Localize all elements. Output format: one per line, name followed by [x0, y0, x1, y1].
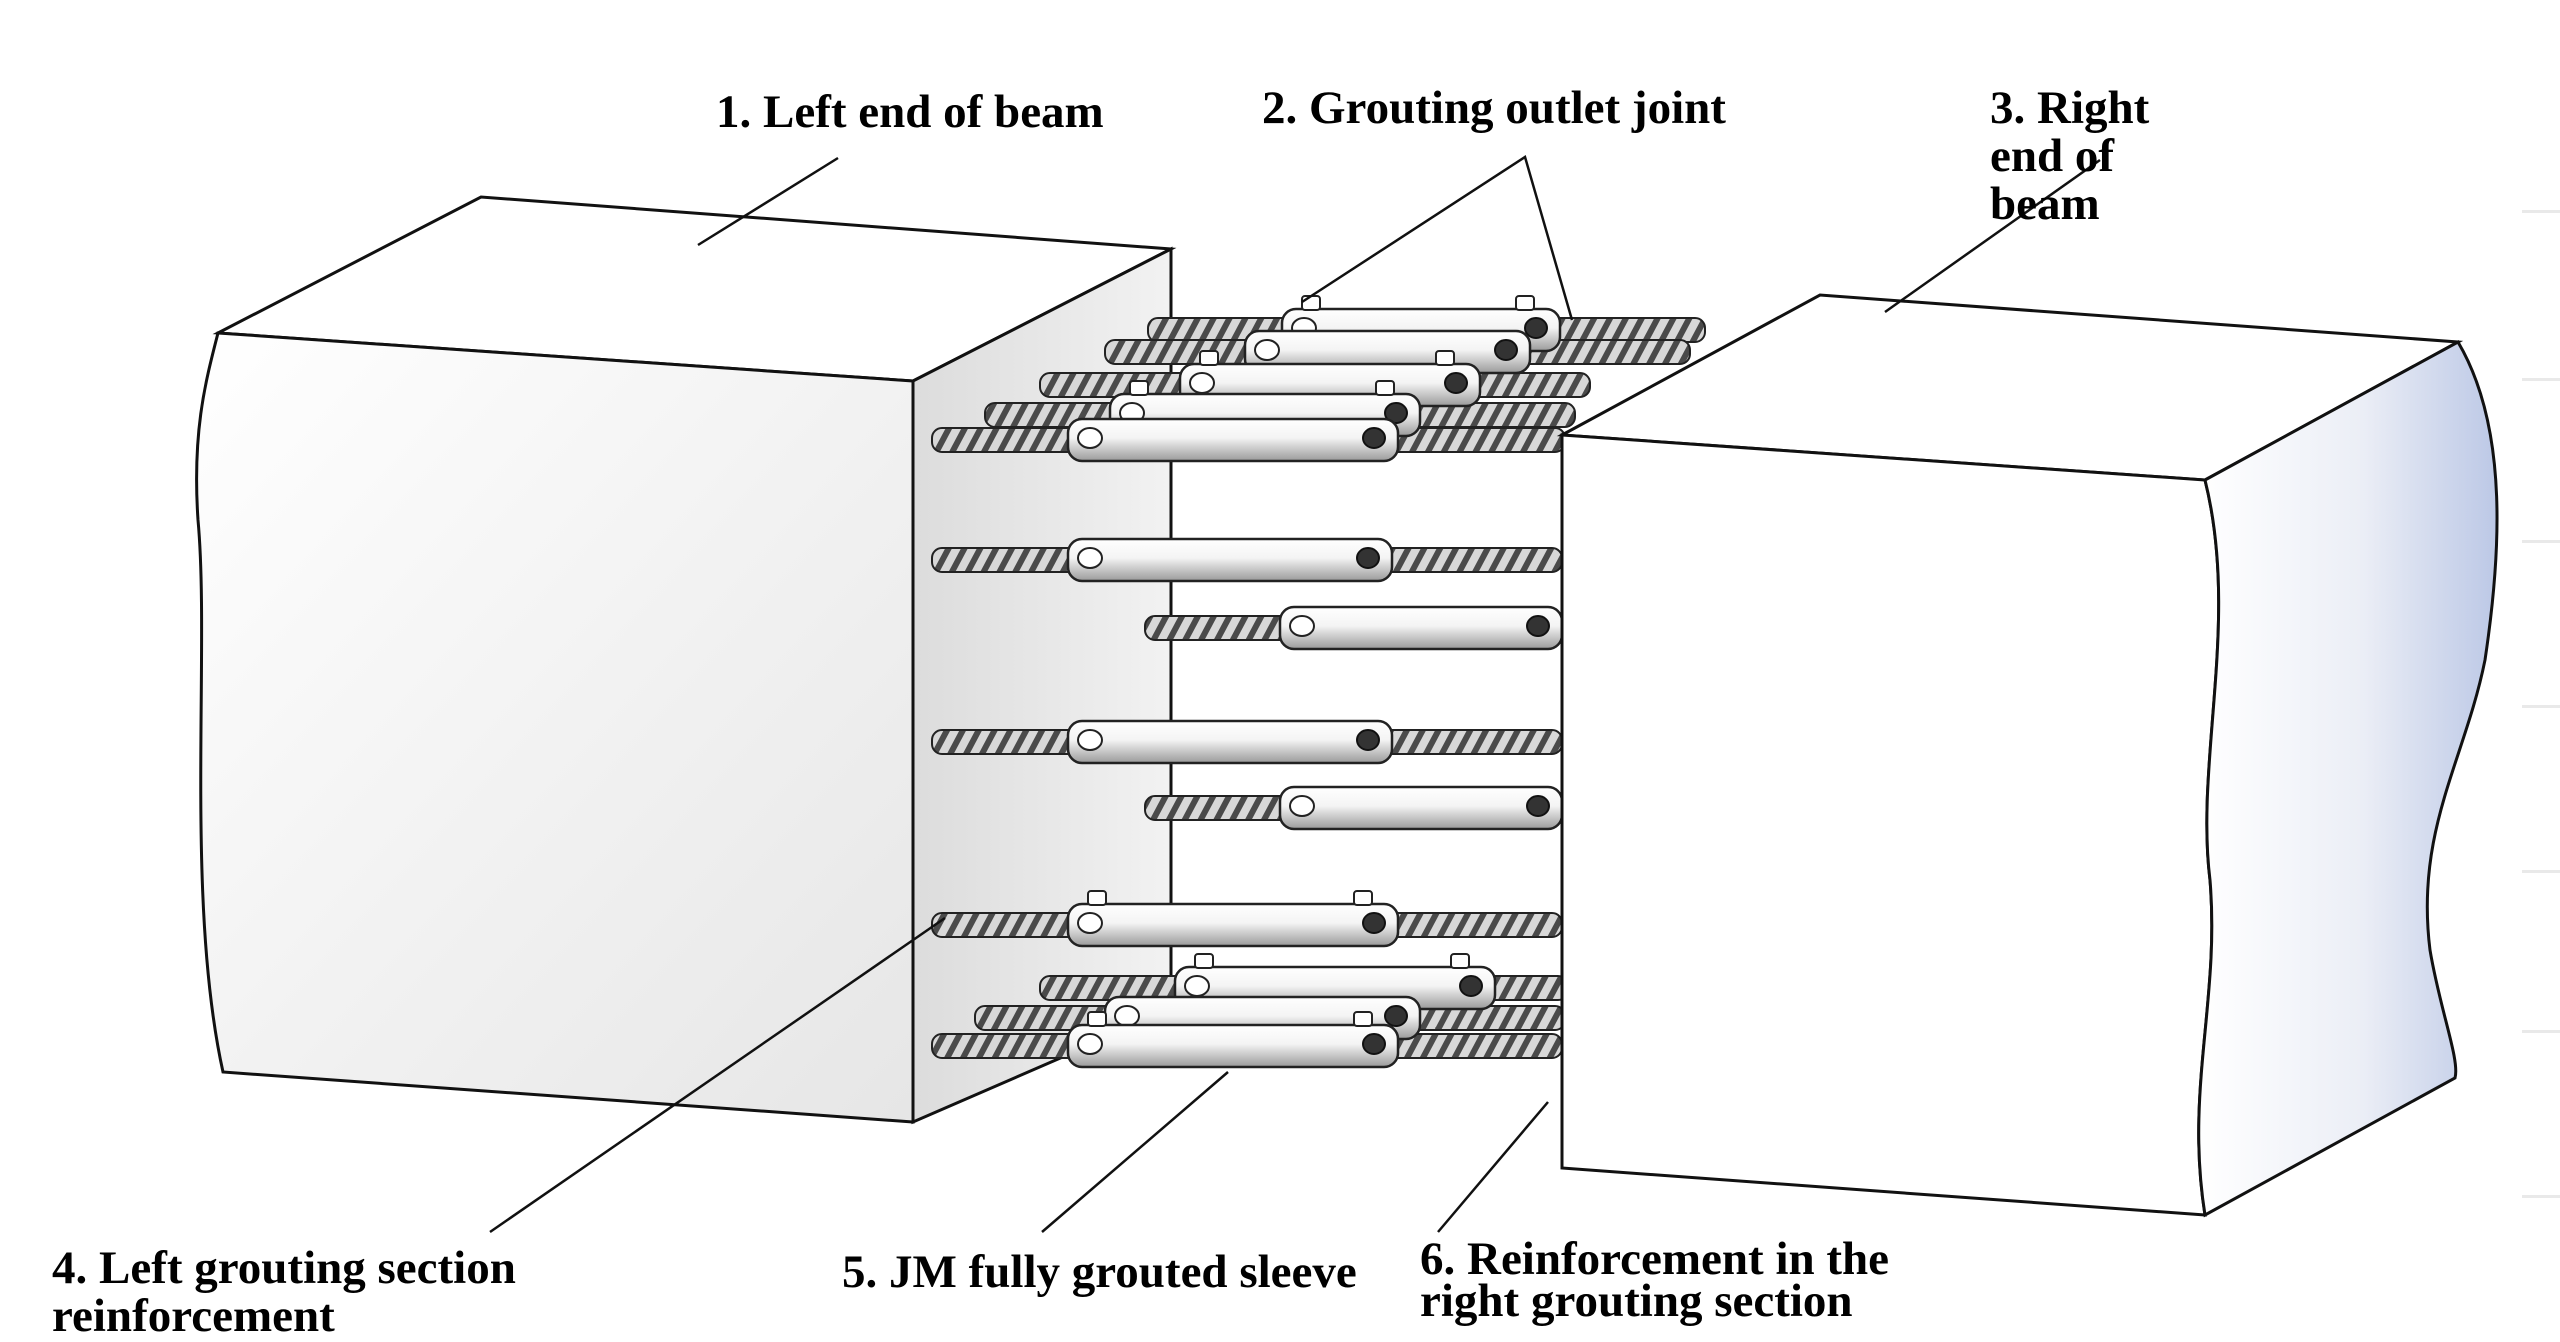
leader-line-2 [1301, 155, 1574, 321]
edge-mark [2522, 378, 2560, 381]
grouted-sleeve [1066, 890, 1400, 948]
grouted-sleeve [1278, 605, 1564, 651]
grouted-sleeve [1066, 537, 1394, 583]
leader-line-3 [1884, 158, 2101, 314]
leader-line-4 [489, 916, 946, 1234]
grouted-sleeve [1066, 1011, 1400, 1069]
leader-line-6 [1437, 1101, 1549, 1233]
grouted-sleeve [1278, 785, 1564, 831]
edge-mark [2522, 870, 2560, 873]
edge-mark [2522, 540, 2560, 543]
label-grouting-outlet-joint: 2. Grouting outlet joint [1262, 82, 1726, 134]
right-beam-front-face [1560, 433, 2221, 1217]
leader-line-5 [1041, 1071, 1229, 1233]
leader-lines [489, 155, 2101, 1234]
label-reinforcement-right-grouting-section: 6. Reinforcement in the right grouting s… [1420, 1233, 1890, 1327]
left-beam [195, 195, 1177, 1125]
leader-line-1 [697, 156, 839, 247]
edge-mark [2522, 705, 2560, 708]
label-jm-fully-grouted-sleeve: 5. JM fully grouted sleeve [842, 1246, 1357, 1298]
label-left-grouting-section-reinforcement: 4. Left grouting section reinforcement [52, 1242, 516, 1342]
edge-mark [2522, 210, 2560, 213]
grouted-sleeve [1066, 719, 1394, 765]
edge-mark [2522, 1195, 2560, 1198]
right-beam [1556, 293, 2499, 1218]
label-right-end-of-beam: 3. Right end of beam [1990, 82, 2150, 230]
right-beam-side-face [2197, 339, 2499, 1218]
grouted-sleeve [1066, 417, 1400, 463]
label-left-end-of-beam: 1. Left end of beam [716, 86, 1104, 138]
edge-mark [2522, 1030, 2560, 1033]
left-beam-front-face [195, 331, 915, 1124]
sleeve-group [1066, 295, 1564, 1069]
